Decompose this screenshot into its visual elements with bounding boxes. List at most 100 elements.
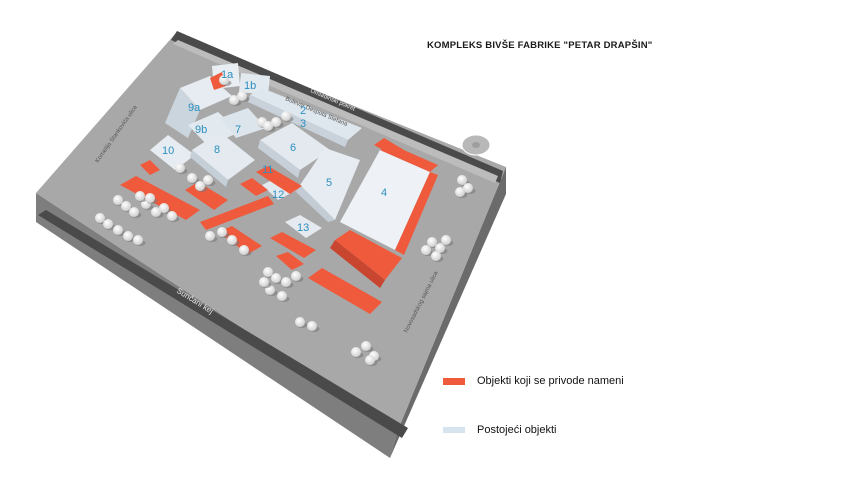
tree xyxy=(195,181,205,191)
tree xyxy=(365,355,375,365)
building-6 xyxy=(260,123,330,170)
label-4: 4 xyxy=(381,187,387,199)
road-bottom xyxy=(38,210,408,438)
tree xyxy=(133,235,143,245)
tree xyxy=(277,291,287,301)
tree xyxy=(175,163,185,173)
tree xyxy=(187,173,197,183)
tree xyxy=(263,267,273,277)
label-12: 12 xyxy=(272,189,284,201)
tree xyxy=(237,91,247,101)
red-building-lower xyxy=(308,268,382,314)
tree xyxy=(159,203,169,213)
legend-item-highlighted: Objekti koji se privode nameni xyxy=(443,375,624,387)
ground-slab-side-right xyxy=(390,167,506,458)
tree xyxy=(121,201,131,211)
red-building-row-a xyxy=(120,176,200,220)
building-5 xyxy=(300,148,360,220)
trees xyxy=(95,75,476,366)
red-building-12 xyxy=(270,232,316,258)
red-building-mid xyxy=(240,178,268,196)
tree xyxy=(219,75,229,85)
tree xyxy=(113,195,123,205)
tree xyxy=(455,187,465,197)
tree xyxy=(427,237,437,247)
red-building-big-front xyxy=(330,240,385,288)
label-9a: 9a xyxy=(188,102,201,114)
label-3: 3 xyxy=(300,118,306,130)
building-labels: 1a 1b 2 3 4 5 6 7 8 9a 9b 10 11 12 13 xyxy=(162,69,387,234)
red-building-top-strip xyxy=(374,138,404,156)
tree xyxy=(129,207,139,217)
tree xyxy=(441,235,451,245)
tree xyxy=(145,193,155,203)
tree xyxy=(95,213,105,223)
tree xyxy=(281,277,291,287)
tree xyxy=(281,111,291,121)
red-building-diagonal xyxy=(200,196,274,230)
red-building-small xyxy=(276,252,304,270)
building-7 xyxy=(220,108,266,138)
label-9b: 9b xyxy=(195,124,207,136)
tree xyxy=(227,235,237,245)
highlighted-buildings xyxy=(120,72,438,314)
building-2-3-front xyxy=(248,95,348,147)
existing-buildings xyxy=(150,63,430,250)
tree xyxy=(123,231,133,241)
label-13: 13 xyxy=(297,222,309,234)
tree xyxy=(435,243,445,253)
tree xyxy=(271,117,281,127)
building-13 xyxy=(285,215,322,238)
building-11 xyxy=(262,176,297,200)
red-building-6-front xyxy=(256,166,302,194)
label-10: 10 xyxy=(162,145,174,157)
building-8-side xyxy=(190,150,228,187)
label-5: 5 xyxy=(326,177,332,189)
tree xyxy=(263,121,273,131)
tree xyxy=(135,191,145,201)
tree xyxy=(167,211,177,221)
building-6-side xyxy=(258,140,300,178)
tree xyxy=(151,207,161,217)
label-8: 8 xyxy=(214,144,220,156)
legend-label-highlighted: Objekti koji se privode nameni xyxy=(477,375,624,387)
label-1b: 1b xyxy=(244,80,256,92)
tree xyxy=(203,175,213,185)
legend-label-existing: Postojeći objekti xyxy=(477,424,557,436)
tree xyxy=(291,271,301,281)
tree xyxy=(295,317,305,327)
building-2-3 xyxy=(250,88,362,140)
roundabout-center xyxy=(472,142,480,148)
tree xyxy=(259,277,269,287)
label-11: 11 xyxy=(262,164,273,176)
tree xyxy=(457,175,467,185)
red-building-left xyxy=(140,160,160,175)
label-2: 2 xyxy=(300,105,306,117)
tree xyxy=(239,245,249,255)
red-building-big xyxy=(335,230,402,280)
tree xyxy=(463,183,473,193)
red-building-4-front xyxy=(395,172,438,255)
tree xyxy=(229,95,239,105)
building-8 xyxy=(192,132,255,180)
legend-swatch-existing xyxy=(443,427,465,433)
building-5-side xyxy=(296,185,335,222)
label-7: 7 xyxy=(235,124,241,136)
label-1a: 1a xyxy=(221,69,234,81)
label-6: 6 xyxy=(290,142,296,154)
tree xyxy=(271,273,281,283)
tree xyxy=(113,225,123,235)
tree xyxy=(421,245,431,255)
tree xyxy=(217,227,227,237)
tree xyxy=(361,341,371,351)
red-building-row-c xyxy=(218,226,262,254)
tree xyxy=(205,231,215,241)
tree xyxy=(307,321,317,331)
red-building-row-b xyxy=(185,182,228,210)
legend-swatch-highlighted xyxy=(443,377,465,385)
legend-item-existing: Postojeći objekti xyxy=(443,424,557,436)
building-10 xyxy=(150,135,195,170)
tree xyxy=(351,347,361,357)
